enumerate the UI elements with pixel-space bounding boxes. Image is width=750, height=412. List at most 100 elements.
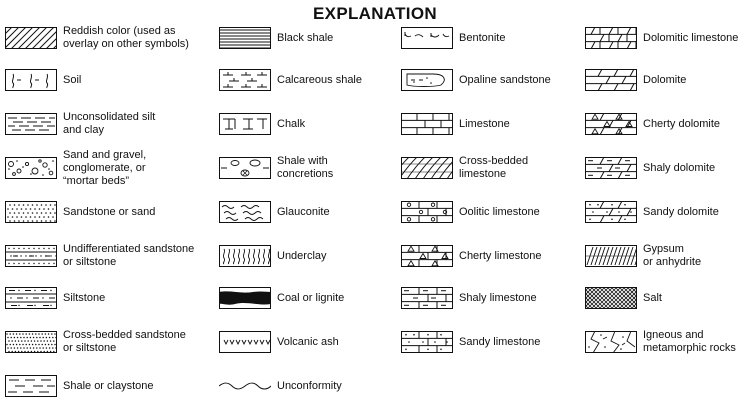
legend-item-label: Calcareous shale: [277, 73, 362, 86]
sandy-dolomite-symbol: [585, 201, 637, 223]
shaly-dolomite-symbol: [585, 157, 637, 179]
legend-item-bentonite: Bentonite: [401, 18, 581, 58]
legend-item-label: Soil: [63, 73, 82, 86]
dolomitic-limestone-symbol: [585, 27, 637, 49]
legend-item-label: Undifferentiated sandstone or siltstone: [63, 243, 195, 268]
legend-item-cherty-dolomite: Cherty dolomite: [585, 104, 750, 144]
legend-item-label: Sandy dolomite: [643, 205, 719, 218]
legend-item-chalk: Chalk: [219, 104, 399, 144]
legend-item-label: Siltstone: [63, 291, 106, 304]
igneous-symbol: [585, 331, 637, 353]
legend-item-dolomitic-limestone: Dolomitic limestone: [585, 18, 750, 58]
legend-item-concretions: Shale with concretions: [219, 148, 399, 188]
legend-item-shaly-dolomite: Shaly dolomite: [585, 148, 750, 188]
siltstone-symbol: [5, 287, 57, 309]
legend-item-label: Glauconite: [277, 205, 330, 218]
legend-item-label: Shale or claystone: [63, 379, 154, 392]
volcanic-ash-symbol: [219, 331, 271, 353]
legend-item-label: Unconformity: [277, 379, 342, 392]
legend-item-label: Shaly dolomite: [643, 161, 716, 174]
conglomerate-symbol: [5, 157, 57, 179]
chalk-symbol: [219, 113, 271, 135]
cherty-limestone-symbol: [401, 245, 453, 267]
legend-item-label: Dolomite: [643, 73, 687, 86]
dolomite-symbol: [585, 69, 637, 91]
legend-item-undiff-sandstone: Undifferentiated sandstone or siltstone: [5, 236, 194, 276]
legend-item-label: Volcanic ash: [277, 335, 339, 348]
sandstone-symbol: [5, 201, 57, 223]
legend-item-crossbedded-limestone: Cross-bedded limestone: [401, 148, 581, 188]
legend-item-sandy-limestone: Sandy limestone: [401, 322, 581, 362]
legend-item-igneous: Igneous and metamorphic rocks: [585, 322, 750, 362]
legend-item-hatch-diagonal: Reddish color (used as overlay on other …: [5, 18, 189, 58]
legend-item-label: Sandstone or sand: [63, 205, 156, 218]
coal-symbol: [219, 287, 271, 309]
undiff-sandstone-symbol: [5, 245, 57, 267]
legend-item-dolomite: Dolomite: [585, 60, 750, 100]
legend-item-crossbedded-sandstone: Cross-bedded sandstone or siltstone: [5, 322, 186, 362]
gypsum-symbol: [585, 245, 637, 267]
legend-item-cherty-limestone: Cherty limestone: [401, 236, 581, 276]
soil-symbol: [5, 69, 57, 91]
concretions-symbol: [219, 157, 271, 179]
legend-item-label: Salt: [643, 291, 662, 304]
legend-item-shale: Shale or claystone: [5, 366, 185, 406]
legend-item-label: Cross-bedded sandstone or siltstone: [63, 329, 186, 354]
legend-item-label: Reddish color (used as overlay on other …: [63, 25, 189, 50]
legend-item-soil: Soil: [5, 60, 185, 100]
legend-item-label: Unconsolidated silt and clay: [63, 111, 156, 136]
bentonite-symbol: [401, 27, 453, 49]
legend-item-opaline: Opaline sandstone: [401, 60, 581, 100]
shaly-limestone-symbol: [401, 287, 453, 309]
legend-item-glauconite: Glauconite: [219, 192, 399, 232]
legend-title: EXPLANATION: [313, 4, 437, 23]
legend-item-label: Igneous and metamorphic rocks: [643, 329, 736, 354]
legend-item-label: Chalk: [277, 117, 306, 130]
glauconite-symbol: [219, 201, 271, 223]
legend-item-gypsum: Gypsum or anhydrite: [585, 236, 750, 276]
legend-item-label: Cherty dolomite: [643, 117, 721, 130]
legend-item-label: Cherty limestone: [459, 249, 542, 262]
legend-item-label: Shale with concretions: [277, 155, 334, 180]
black-shale-symbol: [219, 27, 271, 49]
crossbedded-sandstone-symbol: [5, 331, 57, 353]
hatch-diagonal-symbol: [5, 27, 57, 49]
legend-item-calcareous-shale: Calcareous shale: [219, 60, 399, 100]
legend-item-sandstone: Sandstone or sand: [5, 192, 185, 232]
silt-clay-symbol: [5, 113, 57, 135]
legend-item-label: Limestone: [459, 117, 510, 130]
sandy-limestone-symbol: [401, 331, 453, 353]
legend-item-label: Oolitic limestone: [459, 205, 540, 218]
legend-item-label: Gypsum or anhydrite: [643, 243, 702, 268]
legend-item-label: Bentonite: [459, 31, 506, 44]
legend-item-black-shale: Black shale: [219, 18, 399, 58]
legend-item-siltstone: Siltstone: [5, 278, 185, 318]
shale-symbol: [5, 375, 57, 397]
legend-item-shaly-limestone: Shaly limestone: [401, 278, 581, 318]
salt-symbol: [585, 287, 637, 309]
legend-item-coal: Coal or lignite: [219, 278, 399, 318]
legend-item-unconformity: Unconformity: [219, 366, 399, 406]
legend-item-label: Dolomitic limestone: [643, 31, 739, 44]
legend-item-label: Black shale: [277, 31, 334, 44]
legend-item-label: Sand and gravel, conglomerate, or “morta…: [63, 148, 147, 187]
legend-item-volcanic-ash: Volcanic ash: [219, 322, 399, 362]
legend-item-label: Underclay: [277, 249, 327, 262]
opaline-symbol: [401, 69, 453, 91]
legend-item-salt: Salt: [585, 278, 750, 318]
underclay-symbol: [219, 245, 271, 267]
legend-item-conglomerate: Sand and gravel, conglomerate, or “morta…: [5, 148, 185, 188]
oolitic-symbol: [401, 201, 453, 223]
legend-item-underclay: Underclay: [219, 236, 399, 276]
crossbedded-limestone-symbol: [401, 157, 453, 179]
legend-item-oolitic: Oolitic limestone: [401, 192, 581, 232]
legend-item-limestone: Limestone: [401, 104, 581, 144]
legend-item-label: Opaline sandstone: [459, 73, 551, 86]
legend-item-label: Cross-bedded limestone: [459, 155, 529, 180]
unconformity-symbol: [219, 382, 271, 390]
legend-item-label: Coal or lignite: [277, 291, 345, 304]
cherty-dolomite-symbol: [585, 113, 637, 135]
legend-item-sandy-dolomite: Sandy dolomite: [585, 192, 750, 232]
calcareous-shale-symbol: [219, 69, 271, 91]
